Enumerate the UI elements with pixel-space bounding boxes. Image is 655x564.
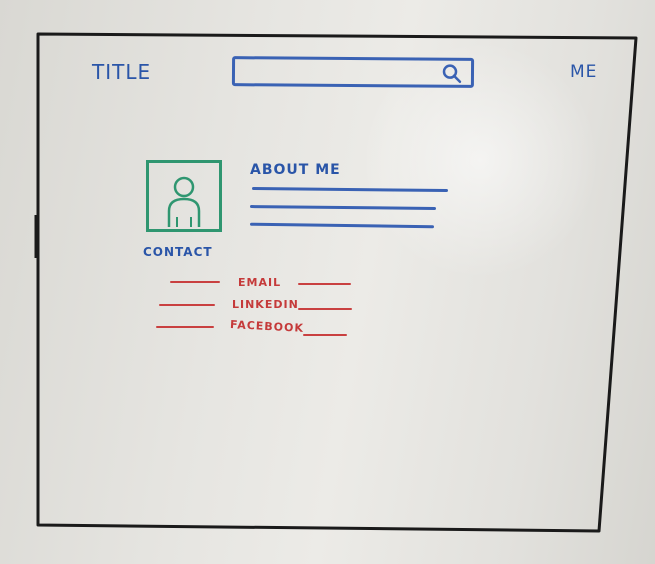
avatar	[146, 160, 222, 232]
contact-line	[298, 308, 352, 310]
whiteboard-glare	[360, 40, 600, 280]
contact-heading: CONTACT	[143, 245, 213, 259]
user-menu-label[interactable]: ME	[570, 62, 598, 82]
contact-line	[170, 281, 220, 283]
search-icon[interactable]	[439, 62, 465, 86]
linkedin-link[interactable]: LINKEDIN	[232, 298, 299, 311]
person-icon	[167, 176, 201, 227]
page-title: TITLE	[92, 60, 152, 84]
contact-line	[156, 326, 214, 328]
contact-line	[298, 283, 351, 285]
contact-line	[159, 304, 215, 306]
about-heading: ABOUT ME	[250, 162, 341, 178]
contact-line	[303, 334, 347, 336]
email-link[interactable]: EMAIL	[238, 276, 282, 289]
search-input[interactable]	[231, 56, 475, 88]
